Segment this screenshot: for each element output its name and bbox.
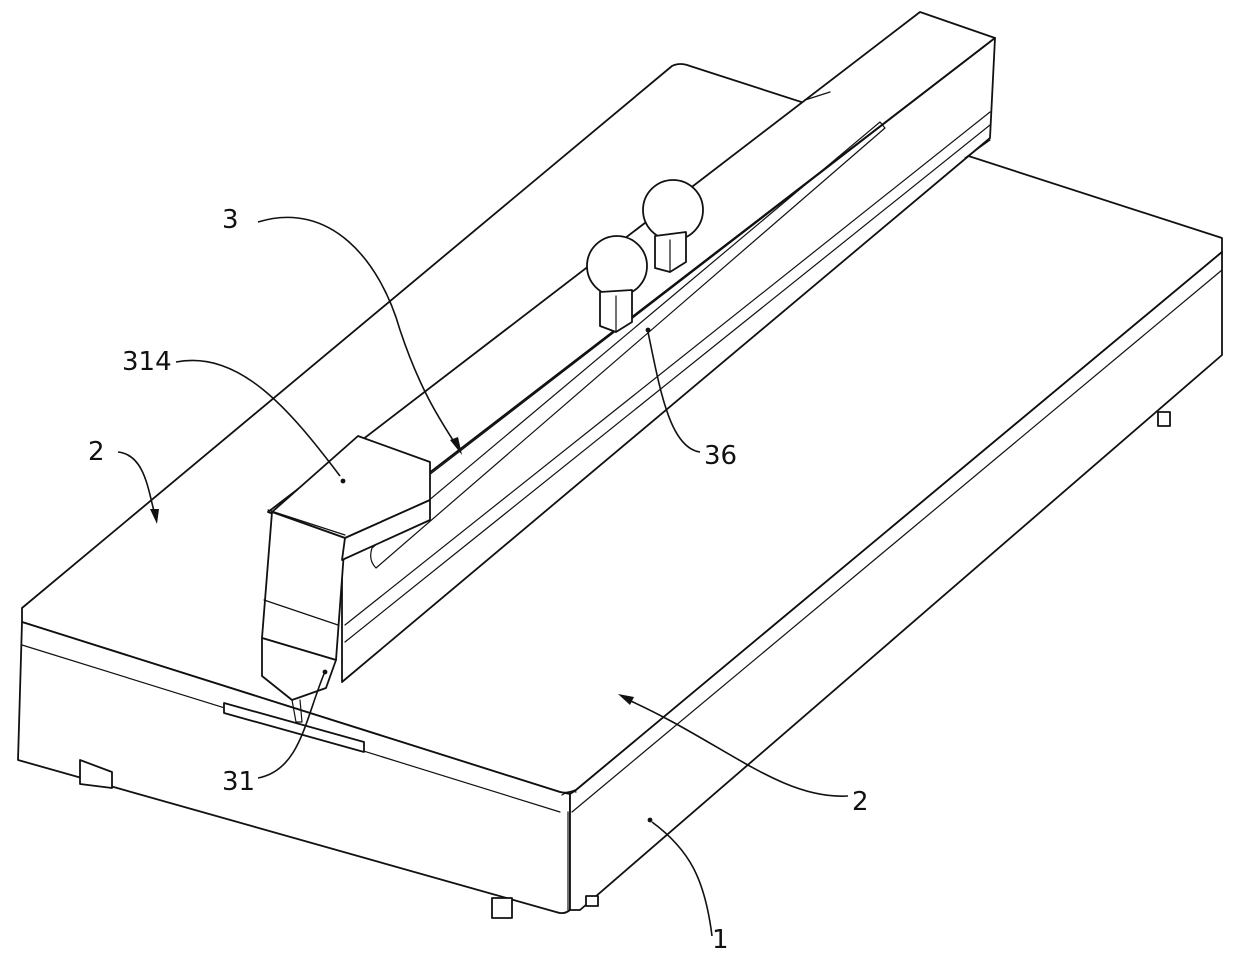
label-platform-left: 2 <box>88 437 105 467</box>
base-body <box>18 64 1222 913</box>
label-head-box: 314 <box>122 347 172 377</box>
label-base: 1 <box>712 925 729 955</box>
label-head: 31 <box>222 767 255 797</box>
label-platform-right: 2 <box>852 787 869 817</box>
label-slot-marker: 36 <box>704 441 737 471</box>
label-rail: 3 <box>222 205 239 235</box>
